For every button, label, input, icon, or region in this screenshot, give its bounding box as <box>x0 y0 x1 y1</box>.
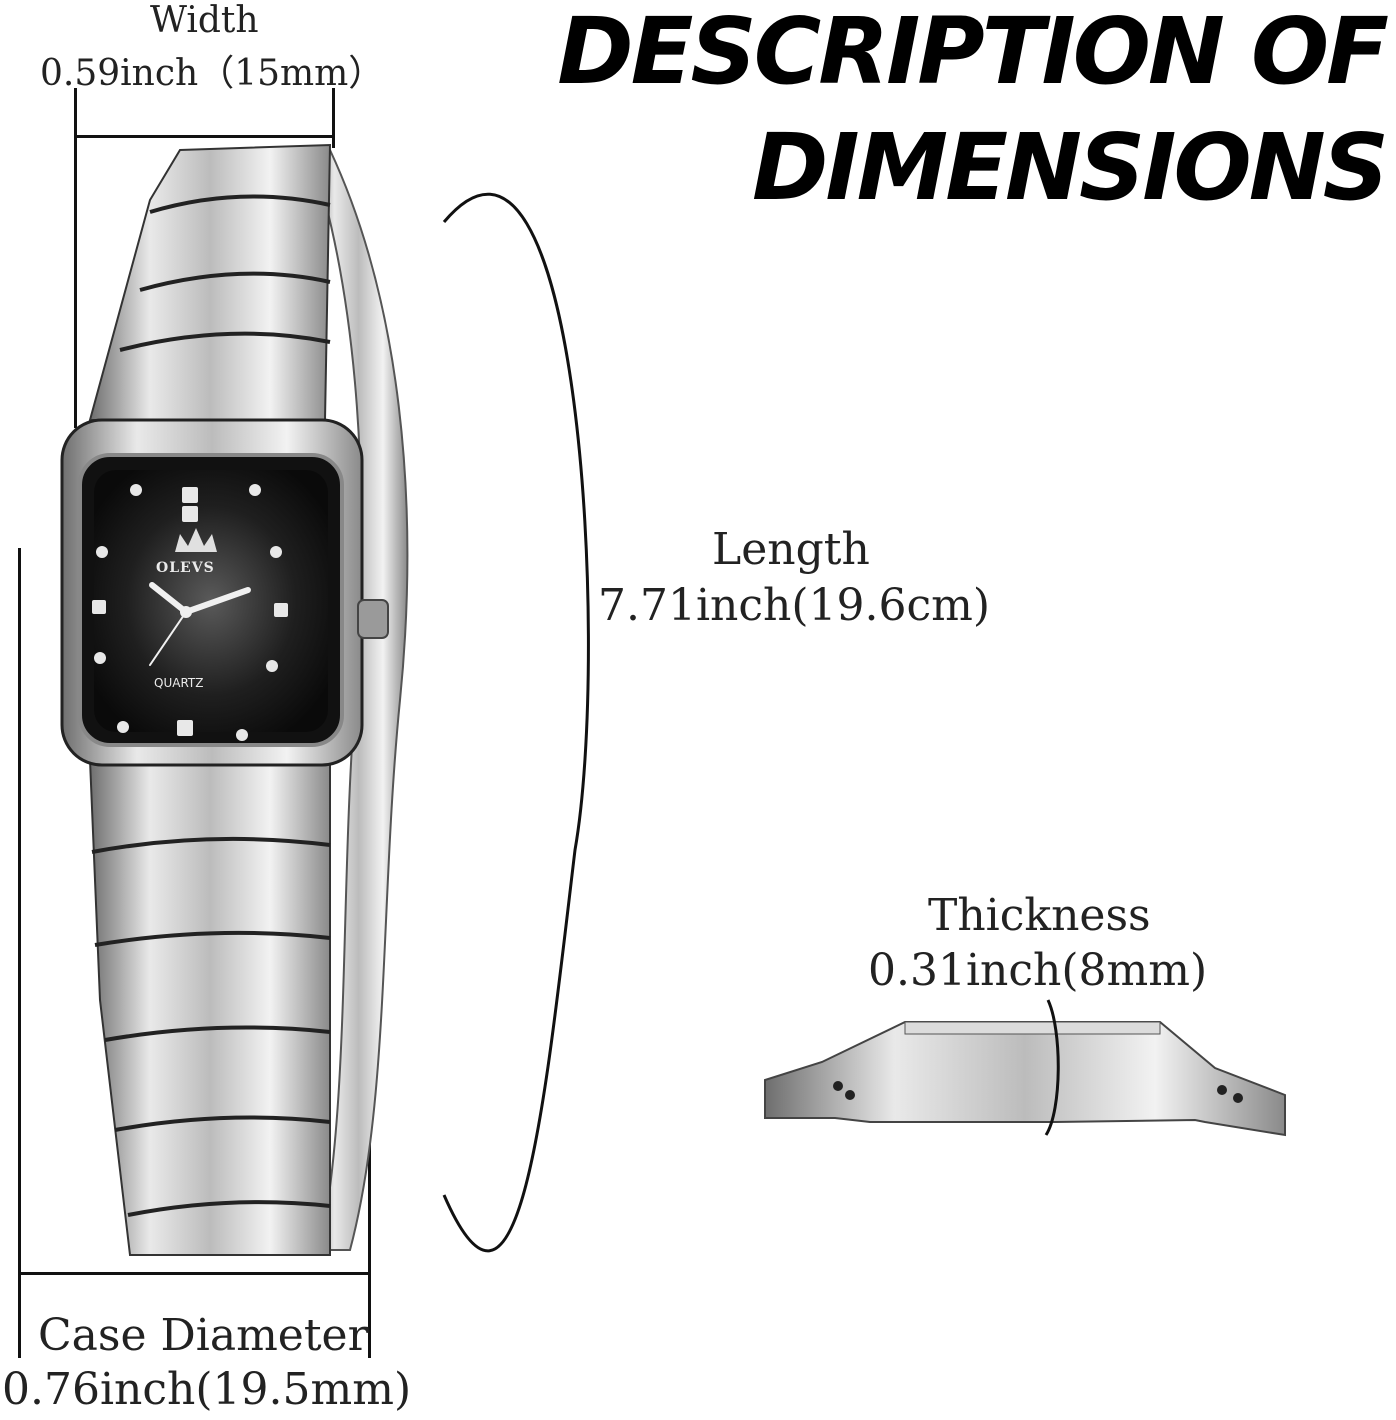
case-bar <box>18 1272 371 1275</box>
page-heading: DESCRIPTION OF DIMENSIONS <box>557 0 1389 221</box>
watch-brand-text: OLEVS <box>156 560 215 576</box>
case-diameter-label: Case Diameter <box>38 1310 369 1361</box>
width-right-tick <box>332 88 335 148</box>
case-diameter-value: 0.76inch(19.5mm) <box>2 1364 412 1415</box>
watch-dial-text: QUARTZ <box>154 676 204 690</box>
width-value: 0.59inch（15mm） <box>40 53 385 94</box>
length-value: 7.71inch(19.6cm) <box>598 580 991 631</box>
thickness-label: Thickness <box>928 890 1151 941</box>
width-label: Width <box>150 0 259 41</box>
width-left-tick <box>74 88 77 428</box>
thickness-value: 0.31inch(8mm) <box>868 945 1208 996</box>
width-bar <box>74 135 335 138</box>
case-left-tick <box>18 548 21 1358</box>
heading-line-1: DESCRIPTION OF <box>557 0 1389 105</box>
length-label: Length <box>712 524 870 575</box>
heading-line-2: DIMENSIONS <box>752 114 1389 221</box>
